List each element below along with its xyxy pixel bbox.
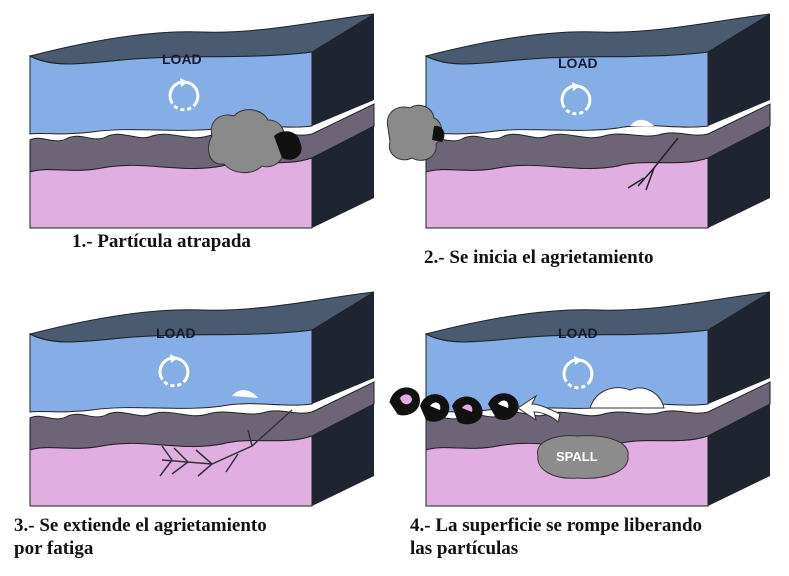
surface-dent bbox=[232, 390, 258, 398]
spall-label: SPALL bbox=[556, 449, 598, 464]
caption-panel-3: 3.- Se extiende el agrietamiento por fat… bbox=[14, 514, 267, 560]
caption-line: 2.- Se inicia el agrietamiento bbox=[424, 247, 654, 268]
load-label: LOAD bbox=[162, 51, 202, 67]
upper-surface-block bbox=[29, 291, 375, 413]
caption-line: 3.- Se extiende el agrietamiento bbox=[14, 515, 267, 536]
caption-panel-1: 1.- Partícula atrapada bbox=[72, 230, 251, 253]
panel-2-crack-initiates: LOAD bbox=[386, 13, 771, 229]
released-particles bbox=[389, 387, 519, 425]
particle-dark-fragment bbox=[432, 125, 445, 142]
panel-3-fatigue-crack-grows: LOAD bbox=[29, 291, 375, 507]
surface-cavity bbox=[589, 387, 665, 409]
upper-surface-block bbox=[425, 291, 771, 413]
branching-fatigue-crack bbox=[159, 409, 293, 477]
motion-arrow-icon bbox=[517, 394, 561, 423]
caption-panel-2: 2.- Se inicia el agrietamiento bbox=[424, 246, 654, 269]
load-label: LOAD bbox=[558, 55, 598, 71]
upper-surface-block bbox=[425, 13, 771, 135]
initial-crack bbox=[627, 137, 679, 191]
upper-surface-block bbox=[29, 13, 375, 135]
caption-line: las partículas bbox=[410, 538, 519, 559]
panel-1-trapped-particle: LOAD bbox=[29, 13, 375, 229]
caption-line: por fatiga bbox=[14, 538, 94, 559]
caption-line: 4.- La superficie se rompe liberando bbox=[410, 515, 703, 536]
caption-panel-4: 4.- La superficie se rompe liberando las… bbox=[410, 514, 702, 560]
load-label: LOAD bbox=[156, 325, 196, 341]
load-label: LOAD bbox=[558, 325, 598, 341]
surface-dent bbox=[630, 119, 654, 126]
panel-4-spalling: LOAD SPALL bbox=[389, 291, 771, 507]
caption-line: 1.- Partícula atrapada bbox=[72, 231, 251, 252]
particle-dark-fragment bbox=[274, 131, 302, 160]
spall-pit bbox=[537, 435, 629, 479]
